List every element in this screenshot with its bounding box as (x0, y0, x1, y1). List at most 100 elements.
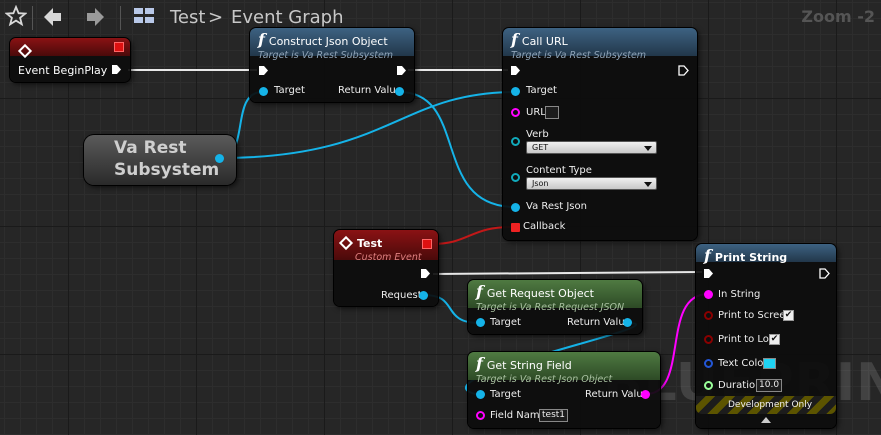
verb-pin[interactable] (511, 137, 520, 146)
exec-in-pin[interactable] (258, 65, 269, 76)
va-rest-subsystem-node[interactable]: Va Rest Subsystem (84, 135, 236, 185)
content-type-pin-label: Content Type (526, 165, 592, 176)
node-header: Test Custom Event (334, 230, 438, 263)
va-rest-json-pin[interactable] (511, 203, 520, 212)
return-value-label: Return Value (585, 389, 649, 400)
custom-event-test-node[interactable]: Test Custom Event Request (334, 230, 438, 306)
content-type-pin[interactable] (511, 173, 520, 182)
development-only-banner (696, 396, 836, 414)
va-rest-json-pin-label: Va Rest Json (526, 201, 587, 212)
return-value-pin[interactable] (641, 390, 650, 399)
field-name-pin[interactable] (476, 411, 485, 420)
event-icon (338, 235, 354, 251)
node-title: Print String (714, 251, 788, 264)
exec-out-pin[interactable] (396, 65, 407, 76)
return-value-pin[interactable] (395, 87, 404, 96)
node-title: Get Request Object (486, 287, 594, 300)
node-subtitle: Target is Va Rest Subsystem (258, 50, 394, 61)
node-title: Test (357, 237, 383, 250)
toolbar: Test > Event Graph Zoom -2 (0, 0, 881, 36)
target-pin[interactable] (511, 87, 520, 96)
breadcrumb-separator: > (208, 7, 224, 28)
node-subtitle: Target is Va Rest Subsystem (511, 50, 647, 61)
text-color-label: Text Color (718, 358, 768, 369)
breadcrumb-asset[interactable]: Test (170, 7, 206, 28)
text-color-pin[interactable] (704, 359, 713, 368)
callback-pin-label: Callback (523, 221, 566, 232)
exec-in-pin[interactable] (510, 65, 521, 76)
exec-out-pin[interactable] (819, 268, 830, 279)
function-icon: f (511, 30, 518, 49)
delegate-pin[interactable] (114, 42, 124, 52)
node-subtitle: Target is Va Rest Request JSON (476, 302, 625, 313)
node-header: Event BeginPlay (10, 38, 130, 77)
subsystem-output-pin[interactable] (215, 154, 224, 163)
blueprint-hierarchy-icon[interactable] (131, 5, 157, 31)
delegate-pin[interactable] (422, 239, 432, 249)
url-pin-label: URL (526, 107, 546, 118)
development-only-label: Development Only (728, 400, 813, 410)
object-wire (398, 91, 516, 208)
in-string-pin[interactable] (704, 290, 713, 299)
exec-out-pin[interactable] (420, 268, 431, 279)
callback-pin[interactable] (511, 223, 520, 232)
return-value-pin[interactable] (623, 318, 632, 327)
subsystem-title-line1: Va Rest (114, 138, 187, 158)
star-icon[interactable] (3, 4, 29, 31)
subsystem-title-line2: Subsystem (114, 160, 220, 180)
request-pin[interactable] (419, 291, 428, 300)
exec-out-pin[interactable] (678, 65, 689, 76)
url-pin[interactable] (511, 108, 520, 117)
print-to-log-pin[interactable] (704, 335, 713, 344)
chevron-down-icon (644, 182, 652, 187)
print-to-log-label: Print to Log (718, 334, 776, 345)
target-pin[interactable] (476, 390, 485, 399)
duration-label: Duration (718, 380, 762, 391)
text-color-swatch[interactable] (763, 358, 776, 369)
function-icon: f (258, 30, 265, 49)
forward-arrow-icon[interactable] (82, 5, 108, 31)
print-to-screen-pin[interactable] (704, 311, 713, 320)
target-pin[interactable] (476, 318, 485, 327)
node-subtitle: Custom Event (355, 252, 422, 263)
event-icon (17, 43, 33, 59)
duration-pin[interactable] (704, 381, 713, 390)
print-to-screen-label: Print to Screen (718, 310, 792, 321)
duration-input[interactable]: 10.0 (756, 379, 783, 392)
verb-dropdown[interactable]: GET (526, 141, 657, 154)
zoom-level: Zoom -2 (801, 7, 875, 26)
request-pin-label: Request (381, 290, 422, 301)
node-title: Get String Field (486, 359, 572, 372)
node-title: Event BeginPlay (18, 64, 108, 77)
field-name-input[interactable]: test1 (539, 409, 569, 422)
function-icon: f (704, 246, 711, 265)
toolbar-separator (32, 6, 33, 30)
url-input[interactable] (545, 106, 559, 119)
back-arrow-icon[interactable] (40, 5, 66, 31)
exec-in-pin[interactable] (703, 268, 714, 279)
expand-arrow-icon[interactable] (761, 416, 771, 423)
toolbar-separator (120, 6, 121, 30)
print-to-log-checkbox[interactable]: ✔ (769, 334, 780, 345)
chevron-down-icon (644, 146, 652, 151)
target-pin-label: Target (526, 85, 557, 96)
breadcrumb-graph[interactable]: Event Graph (231, 7, 344, 28)
content-type-dropdown[interactable]: Json (526, 177, 657, 190)
target-pin-label: Target (490, 317, 521, 328)
print-to-screen-checkbox[interactable]: ✔ (783, 310, 794, 321)
exec-out-pin[interactable] (111, 64, 122, 75)
event-beginplay-node[interactable]: Event BeginPlay (10, 38, 130, 82)
target-pin[interactable] (259, 87, 268, 96)
node-title: Call URL (521, 35, 568, 48)
